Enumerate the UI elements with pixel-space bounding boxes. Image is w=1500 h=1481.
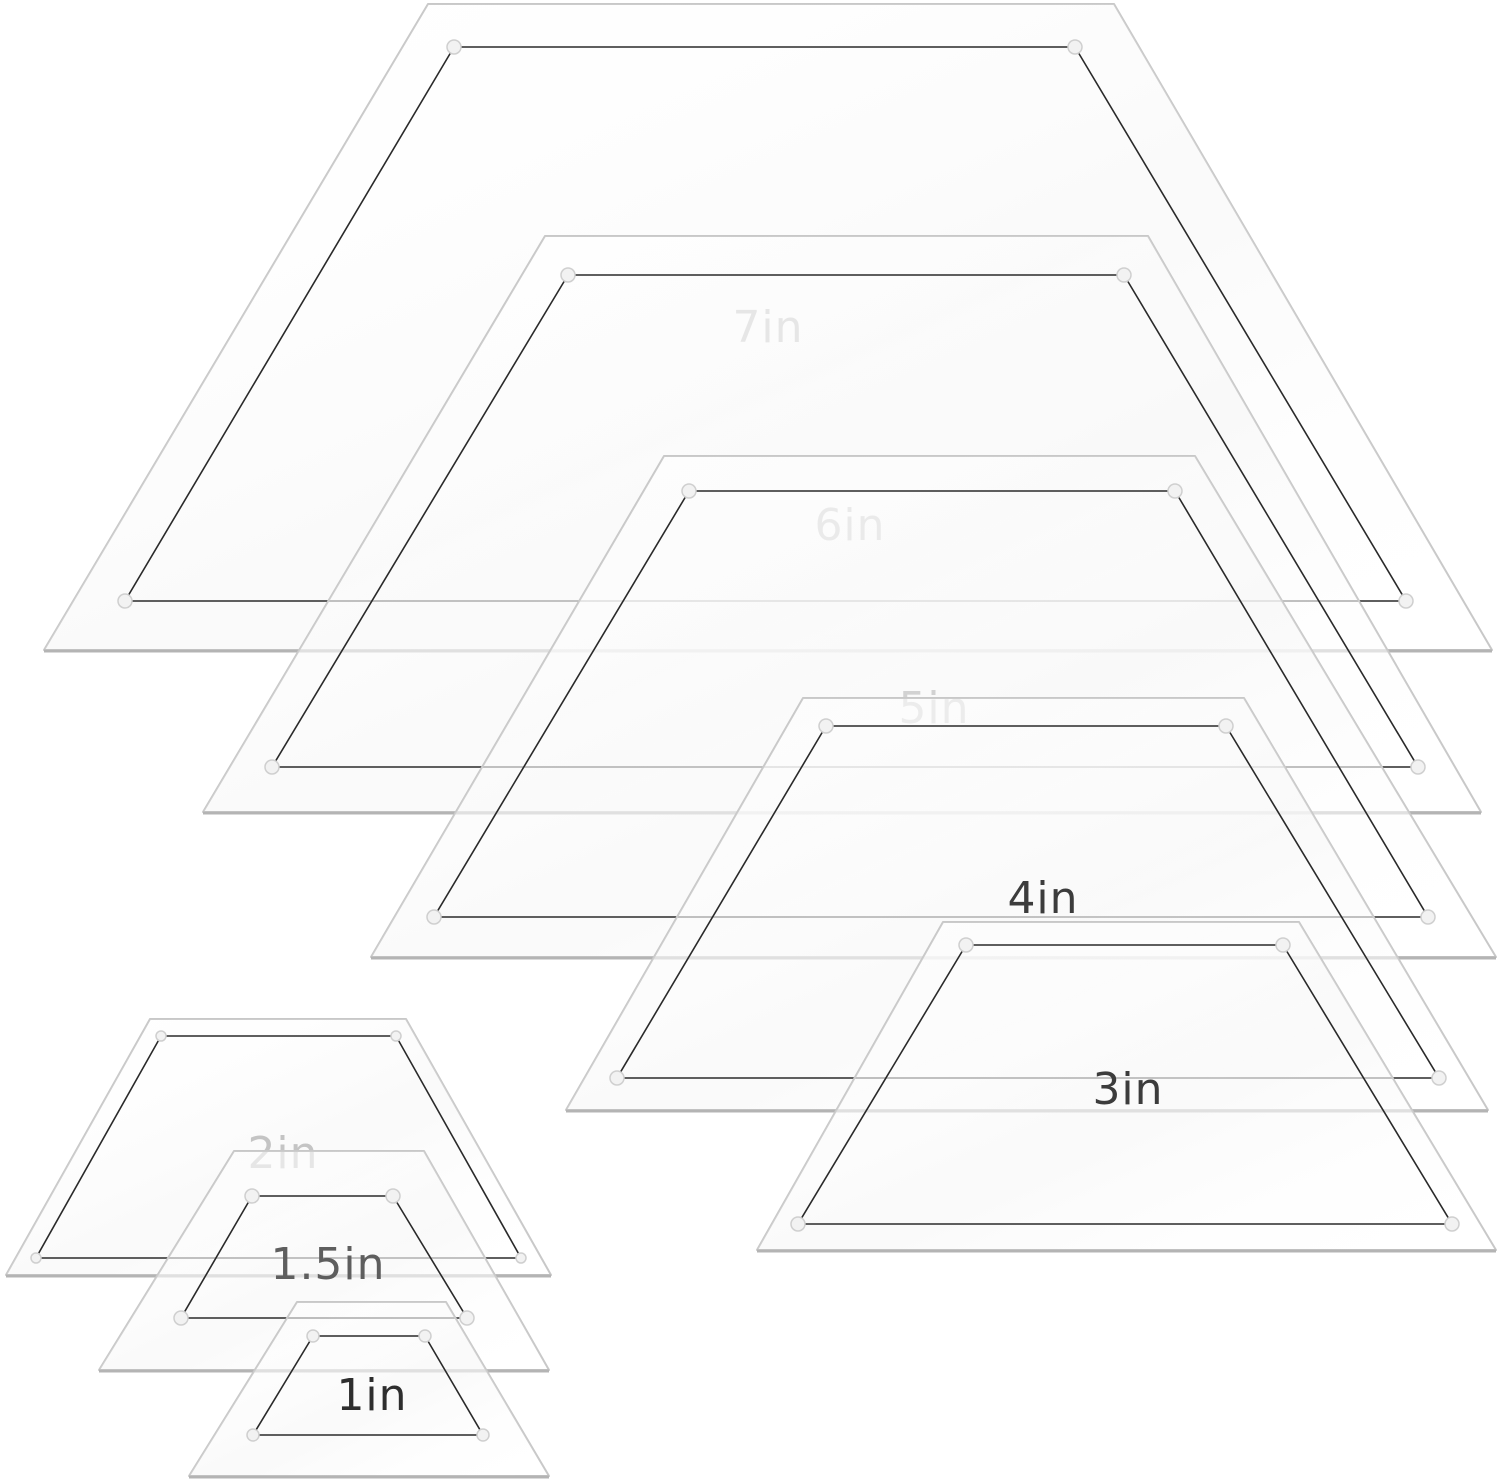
template-3in-hole: [790, 1216, 806, 1232]
template-2in-hole: [515, 1252, 527, 1264]
template-5in-hole: [1420, 909, 1436, 925]
template-3in-gloss: [757, 922, 1496, 1250]
template-7in-hole: [1398, 593, 1414, 609]
template-3in-hole: [1444, 1216, 1460, 1232]
template-2in-hole: [30, 1252, 42, 1264]
template-7in-hole: [1067, 39, 1083, 55]
template-4in-hole: [818, 718, 834, 734]
template-4in-hole: [1431, 1070, 1447, 1086]
template-6in-hole: [560, 267, 576, 283]
template-5in-hole: [681, 483, 697, 499]
template-3in: 3in: [756, 921, 1497, 1253]
template-6in-hole: [1116, 267, 1132, 283]
template-1.5in-hole: [385, 1188, 401, 1204]
template-7in-hole: [117, 593, 133, 609]
template-7in-hole: [446, 39, 462, 55]
template-1in-hole: [418, 1329, 432, 1343]
template-2in-hole: [155, 1030, 167, 1042]
template-1in-gloss: [189, 1302, 549, 1476]
template-1in-hole: [246, 1428, 260, 1442]
template-4in-hole: [609, 1070, 625, 1086]
template-1in-hole: [306, 1329, 320, 1343]
template-4in-hole: [1218, 718, 1234, 734]
template-1.5in-hole: [244, 1188, 260, 1204]
template-1.5in-hole: [459, 1310, 475, 1326]
template-5in-hole: [426, 909, 442, 925]
template-1in: 1in: [188, 1301, 550, 1479]
template-3in-size-label: 3in: [1092, 1064, 1163, 1115]
template-3in-hole: [1275, 937, 1291, 953]
template-1.5in-size-label: 1.5in: [270, 1239, 385, 1290]
template-5in-hole: [1167, 483, 1183, 499]
template-6in-hole: [1410, 759, 1426, 775]
template-3in-hole: [958, 937, 974, 953]
template-4in-size-label: 4in: [1007, 873, 1078, 924]
template-1.5in-hole: [173, 1310, 189, 1326]
template-6in-hole: [264, 759, 280, 775]
template-2in-hole: [390, 1030, 402, 1042]
template-1in-hole: [476, 1428, 490, 1442]
template-1in-size-label: 1in: [336, 1370, 407, 1421]
